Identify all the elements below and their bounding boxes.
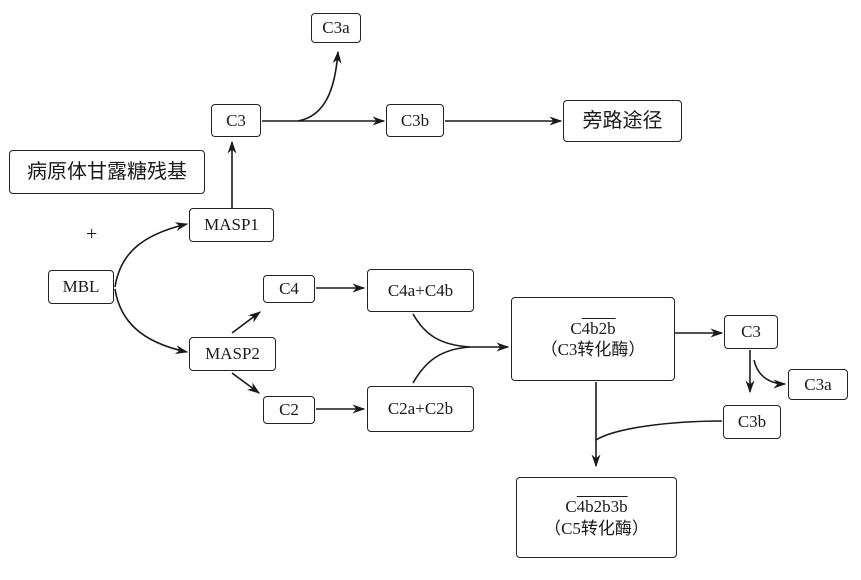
arrow-mbl-to-masp2 [114, 288, 189, 354]
node-c5-convertase: C4b2b3b （C5转化酶） [516, 477, 677, 558]
arrow-c3-to-c3a-right [753, 359, 787, 389]
node-c2a-c2b: C2a+C2b [367, 386, 474, 432]
c5-convertase-formula: C4b2b3b [565, 496, 627, 517]
c3-convertase-subtitle: （C3转化酶） [540, 340, 646, 359]
node-c4a-c4b: C4a+C4b [367, 269, 474, 312]
node-c4-label: C4 [279, 279, 299, 299]
c5-convertase-prefix: C [565, 497, 577, 517]
node-mbl: MBL [48, 270, 114, 304]
node-masp1: MASP1 [189, 208, 274, 242]
node-mbl-label: MBL [62, 277, 100, 297]
c3-convertase-formula: C4b2b [570, 318, 615, 339]
node-c3-convertase: C4b2b （C3转化酶） [511, 297, 675, 381]
node-c3b-right: C3b [723, 405, 781, 439]
c3-convertase-prefix: C [570, 318, 582, 338]
node-c3-top: C3 [211, 104, 261, 137]
arrow-masp2-to-c4 [231, 311, 262, 334]
node-pathogen-mannose: 病原体甘露糖残基 [9, 150, 205, 194]
arrow-mbl-to-masp1 [114, 222, 189, 288]
arrow-c3-to-c3a [297, 50, 342, 122]
node-masp2: MASP2 [189, 337, 276, 371]
node-c4a-c4b-label: C4a+C4b [387, 280, 454, 300]
c5-convertase-overlined: 4b2b3b [576, 497, 628, 517]
arrow-c3b-join [595, 420, 723, 441]
node-c3-right: C3 [724, 315, 778, 349]
node-c3a-top-label: C3a [322, 18, 350, 38]
node-pathogen-mannose-label: 病原体甘露糖残基 [27, 160, 187, 183]
arrow-merge-c2b [412, 346, 471, 384]
node-c3b-top-label: C3b [400, 110, 430, 130]
plus-sign: + [86, 223, 98, 245]
c3-convertase-overlined: 4b2b [581, 318, 616, 338]
node-c2a-c2b-label: C2a+C2b [387, 399, 454, 419]
arrow-merge-c4b [412, 313, 471, 348]
c5-convertase-subtitle: （C5转化酶） [544, 518, 649, 538]
node-c3a-top: C3a [311, 13, 361, 43]
node-alternative-pathway-label: 旁路途径 [582, 109, 663, 132]
node-masp1-label: MASP1 [204, 215, 259, 235]
node-c3b-top: C3b [386, 104, 444, 137]
node-c2-label: C2 [279, 400, 299, 420]
node-c2: C2 [263, 396, 315, 424]
node-c3a-right: C3a [788, 369, 848, 400]
node-c3b-right-label: C3b [737, 412, 767, 432]
node-c3-right-label: C3 [741, 322, 761, 342]
node-c3a-right-label: C3a [804, 374, 832, 394]
arrow-masp2-to-c2 [231, 372, 261, 394]
node-masp2-label: MASP2 [205, 344, 260, 364]
node-c3-top-label: C3 [226, 110, 246, 130]
node-c4: C4 [263, 275, 315, 303]
node-alternative-pathway: 旁路途径 [563, 100, 682, 142]
